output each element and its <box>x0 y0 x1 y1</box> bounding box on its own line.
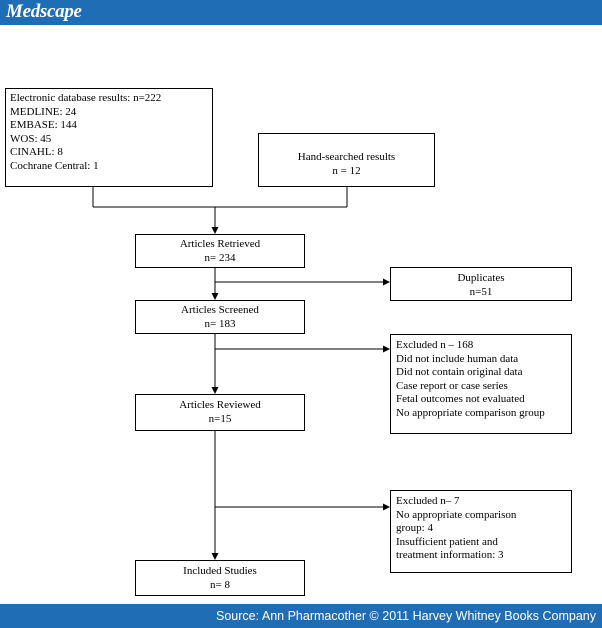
box-line: Insufficient patient and <box>396 535 498 548</box>
box-line: Articles Reviewed <box>179 399 261 411</box>
box-line: n= 183 <box>204 317 236 330</box>
header-bar: Medscape <box>0 0 602 25</box>
articles-screened-box: Articles Screened n= 183 <box>135 300 305 334</box>
box-line: Excluded n– 7 <box>396 495 460 507</box>
box-line: Included Studies <box>183 565 257 577</box>
excluded-168-box: Excluded n – 168 Did not include human d… <box>390 334 572 434</box>
box-line: Articles Retrieved <box>179 238 261 250</box>
box-line: n = 12 <box>332 164 361 177</box>
electronic-database-box: Electronic database results: n=222 MEDLI… <box>5 88 213 187</box>
excluded-7-box: Excluded n– 7 No appropriate comparison … <box>390 490 572 573</box>
hand-searched-box: Hand-searched results n = 12 <box>258 133 435 187</box>
box-line: n=15 <box>208 412 232 425</box>
box-line: n=51 <box>469 285 493 298</box>
duplicates-box: Duplicates n=51 <box>390 267 572 301</box>
box-line: EMBASE: 144 <box>10 119 77 131</box>
box-line: n= 234 <box>204 251 236 264</box>
articles-retrieved-box: Articles Retrieved n= 234 <box>135 234 305 268</box>
box-line: Duplicates <box>457 272 505 284</box>
box-line: Hand-searched results <box>297 151 396 163</box>
box-line: MEDLINE: 24 <box>10 105 77 118</box>
included-studies-box: Included Studies n= 8 <box>135 560 305 596</box>
box-line: Did not contain original data <box>396 366 523 378</box>
articles-reviewed-box: Articles Reviewed n=15 <box>135 394 305 431</box>
box-line: CINAHL: 8 <box>10 146 63 158</box>
box-line: Case report or case series <box>396 379 508 392</box>
box-line: group: 4 <box>396 522 433 534</box>
source-credit: Source: Ann Pharmacother © 2011 Harvey W… <box>216 609 596 623</box>
box-line: Excluded n – 168 <box>396 339 474 351</box>
box-line: Cochrane Central: 1 <box>10 159 99 172</box>
box-line: Electronic database results: n=222 <box>10 92 162 104</box>
box-line: No appropriate comparison <box>396 508 517 521</box>
box-line: treatment information: 3 <box>396 549 504 561</box>
box-line: Did not include human data <box>396 352 519 365</box>
box-line: Articles Screened <box>181 304 259 316</box>
box-line: n= 8 <box>210 578 230 591</box>
box-line: WOS: 45 <box>10 132 52 145</box>
box-line: Fetal outcomes not evaluated <box>396 393 525 405</box>
box-line: No appropriate comparison group <box>396 406 545 419</box>
footer-bar: Source: Ann Pharmacother © 2011 Harvey W… <box>0 604 602 628</box>
medscape-logo: Medscape <box>6 1 82 22</box>
